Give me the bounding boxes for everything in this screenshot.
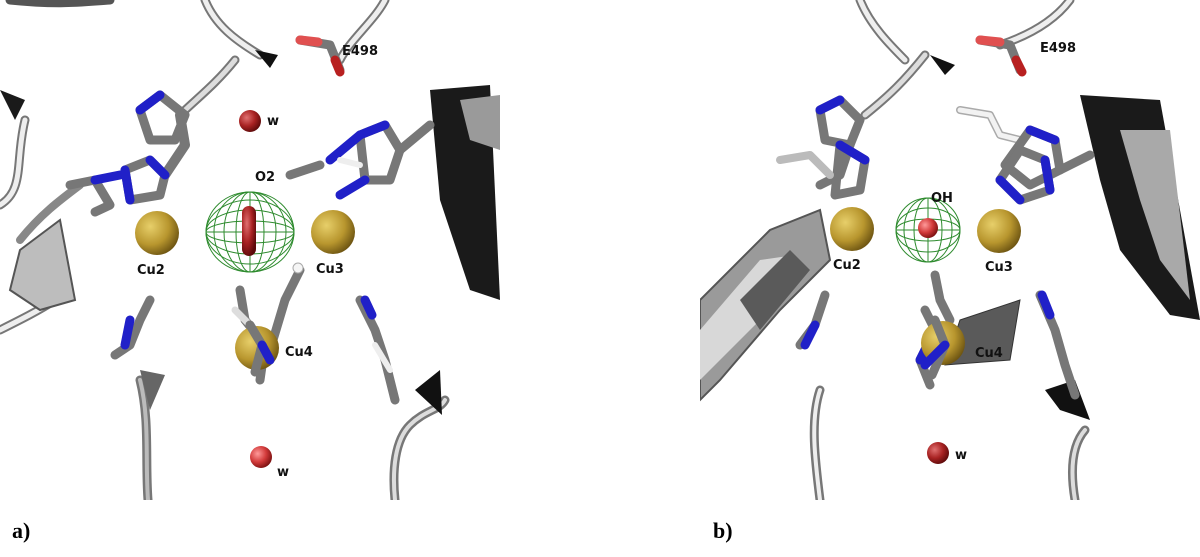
panel-b-water-bottom xyxy=(927,442,949,464)
panel-a-beta-strand-left xyxy=(8,218,77,312)
panel-a-water-bottom xyxy=(250,446,272,468)
panel-b-label-water-bottom: w xyxy=(955,448,968,463)
panel-a-label-cu3: Cu3 xyxy=(316,262,344,277)
panel-b-letter: b) xyxy=(713,518,733,543)
panel-a-backbone xyxy=(0,0,450,500)
panel-a-label-ligand: O2 xyxy=(255,170,276,185)
panel-a-label-residue: E498 xyxy=(342,44,379,59)
panel-a-cu3-atom xyxy=(311,210,355,254)
panel-b-image xyxy=(700,0,1200,500)
panel-a-letter: a) xyxy=(12,518,31,543)
panel-a-cu2-atom xyxy=(135,211,179,255)
panel-b-cu3-atom xyxy=(977,209,1021,253)
panel-a-label-cu4: Cu4 xyxy=(285,345,313,360)
panel-b-label-cu3: Cu3 xyxy=(985,260,1013,275)
panel-b-structure: E498 OH Cu2 Cu3 Cu4 w xyxy=(700,0,1200,500)
panel-a-o2-ligand xyxy=(242,206,256,256)
panel-a-label-water-top: w xyxy=(267,114,280,129)
panel-b-oh-ligand xyxy=(918,218,938,238)
panel-b-cu2-atom xyxy=(830,207,874,251)
panel-a-label-cu2: Cu2 xyxy=(137,263,165,278)
panel-a-water-top xyxy=(239,110,261,132)
panel-a-structure: E498 w O2 Cu2 Cu3 Cu4 w xyxy=(0,0,500,500)
panel-b-label-cu2: Cu2 xyxy=(833,258,861,273)
panel-b-label-cu4: Cu4 xyxy=(975,346,1003,361)
panel-a-image xyxy=(0,0,500,500)
panel-a-histidines xyxy=(65,35,435,405)
panel-b-label-ligand: OH xyxy=(931,191,953,206)
panel-a-label-water-bottom: w xyxy=(277,465,290,480)
panel-b-label-residue: E498 xyxy=(1040,41,1077,56)
